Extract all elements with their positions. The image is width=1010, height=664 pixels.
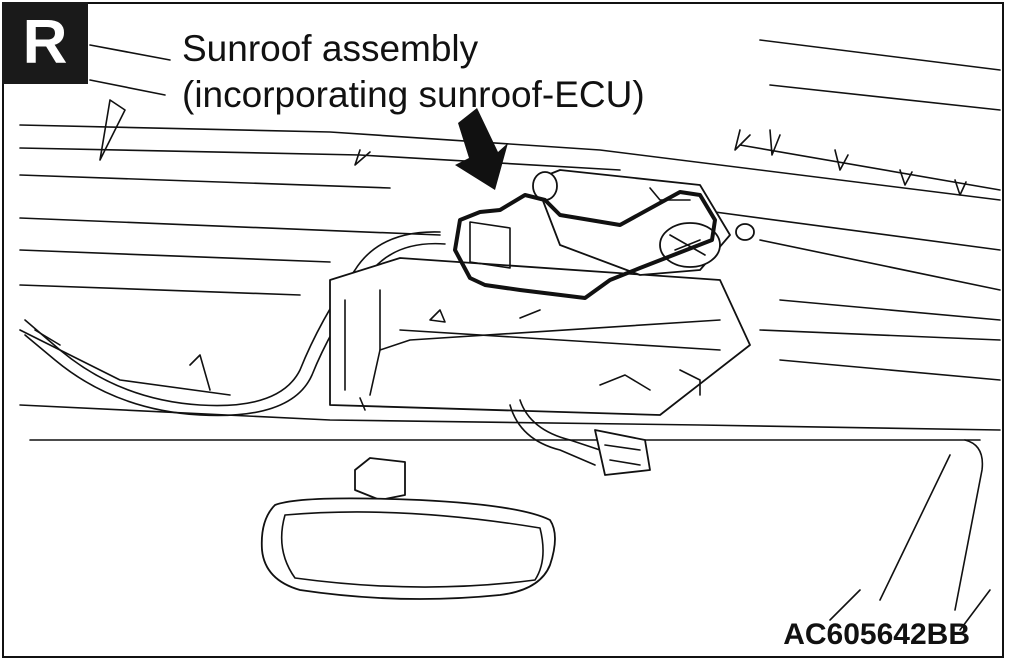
wiring-harness-lower [509, 399, 651, 476]
rearview-mirror [260, 457, 556, 600]
sunroof-motor [532, 169, 755, 276]
callout-line-2: (incorporating sunroof-ECU) [182, 74, 645, 115]
figure-code: AC605642BB [783, 618, 970, 651]
sunroof-ecu-box [189, 257, 751, 416]
assembly-highlight-outline [453, 190, 717, 300]
arrow-down-right-icon [455, 108, 508, 190]
view-badge: R [2, 2, 88, 84]
trim-clips [99, 99, 967, 196]
part-callout-label: Sunroof assembly (incorporating sunroof-… [182, 26, 645, 118]
callout-line-1: Sunroof assembly [182, 28, 479, 69]
